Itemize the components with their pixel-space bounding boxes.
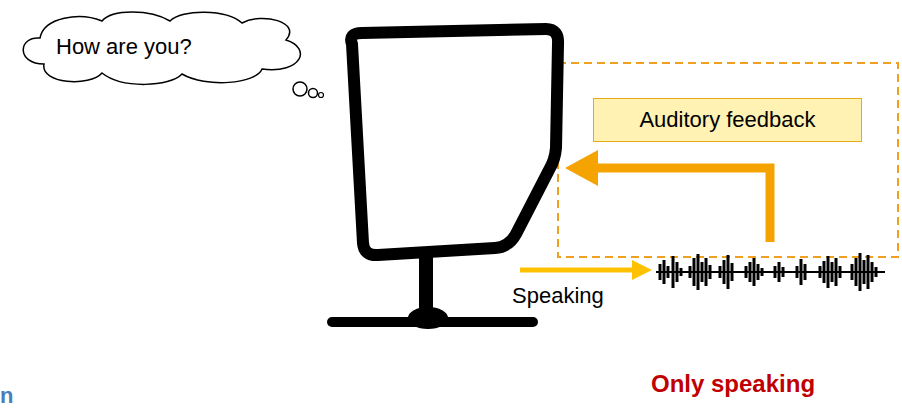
node-text: Auditory feedback	[639, 107, 815, 133]
feedback-region	[558, 63, 898, 257]
text-fragment: n	[0, 383, 13, 409]
thought-bubble	[293, 82, 307, 96]
process-box: Auditory feedback	[593, 98, 862, 142]
caption-note: Only speaking	[651, 370, 815, 399]
head-outline	[351, 29, 558, 255]
node-text: How are you?	[56, 34, 192, 60]
arrow-label: Speaking	[512, 283, 604, 309]
thought-cloud: How are you?	[10, 8, 315, 86]
speaking-arrow	[520, 268, 634, 273]
waveform	[660, 253, 876, 291]
thought-bubble	[319, 93, 324, 98]
arrow-head	[565, 150, 598, 186]
feedback-arrow	[596, 168, 770, 242]
arrow-head	[632, 260, 652, 280]
base-joint	[408, 307, 448, 329]
cloud-shape	[23, 12, 300, 84]
neck	[419, 257, 433, 312]
thought-bubble	[309, 89, 318, 98]
